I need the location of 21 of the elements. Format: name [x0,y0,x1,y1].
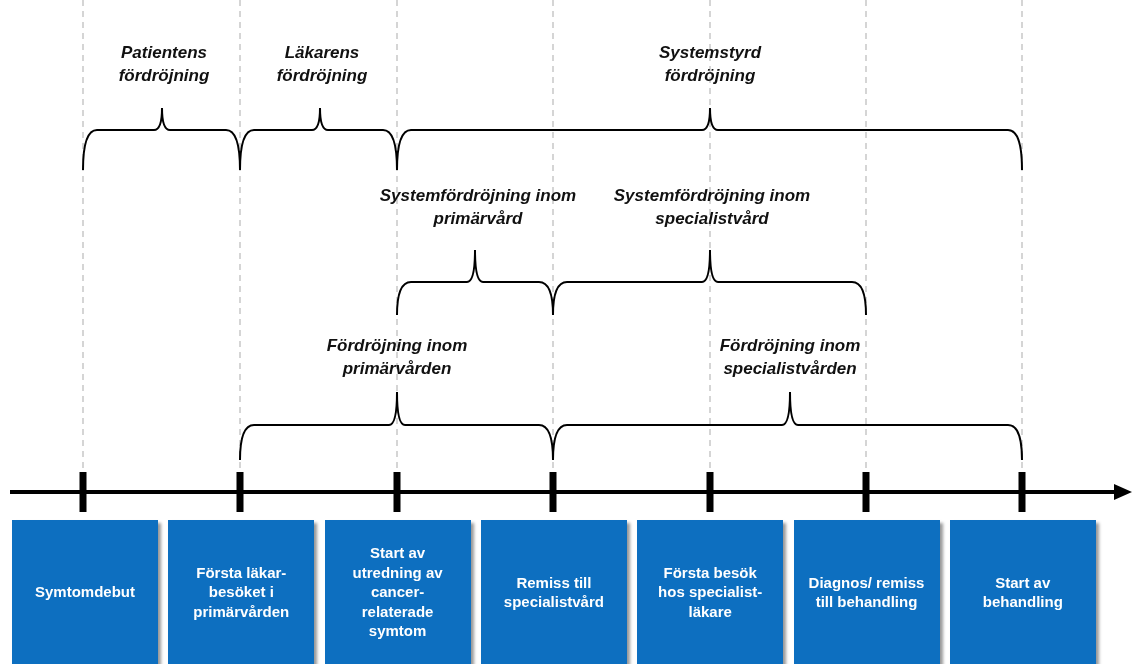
milestone-box [480,520,627,664]
interval-label: Systemfördröjning inom specialistvård [612,185,812,230]
interval-label: Fördröjning inom specialistvården [718,335,862,380]
milestone-box [637,520,784,664]
milestone-text: Start av behandling [981,572,1064,612]
milestone-box [949,520,1096,664]
milestone-text: Första läkar- besöket i primärvården [192,562,291,622]
milestone-text: Diagnos/ remiss till behandling [807,572,926,612]
milestone-box [793,520,940,664]
interval-label: Läkarens fördröjning [275,42,369,87]
milestone-box [168,520,315,664]
interval-label: Systemstyrd fördröjning [657,42,763,87]
milestone-box [12,520,158,664]
milestone-text: Remiss till specialistvård [502,572,605,612]
interval-label: Systemfördröjning inom primärvård [378,185,578,230]
milestone-box [324,520,471,664]
milestone-text: Första besök hos specialist- läkare [657,562,764,622]
milestone-text: Start av utredning av cancer- relaterade symtom [351,543,444,641]
interval-label: Fördröjning inom primärvården [325,335,469,380]
milestone-text: Symtomdebut [34,582,136,602]
interval-label: Patientens fördröjning [117,42,211,87]
